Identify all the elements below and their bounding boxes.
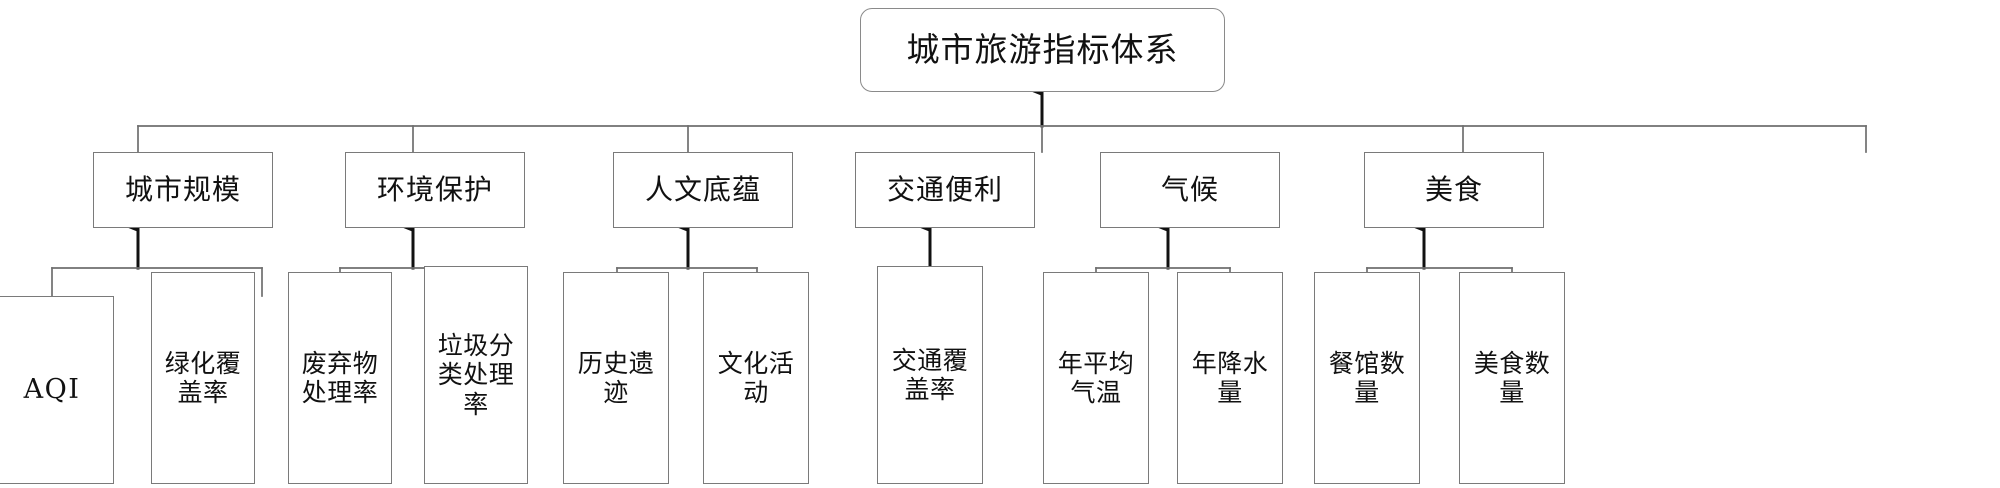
node-climate[interactable]: 气候 xyxy=(1100,152,1280,228)
node-transport-convenience[interactable]: 交通便利 xyxy=(855,152,1035,228)
node-restaurant-count-label: 餐馆数量 xyxy=(1328,348,1406,408)
node-food-count-label: 美食数量 xyxy=(1473,348,1551,408)
node-cuisine-label: 美食 xyxy=(1424,173,1483,207)
node-aqi[interactable]: AQI xyxy=(0,296,114,484)
node-restaurant-count[interactable]: 餐馆数量 xyxy=(1314,272,1420,484)
node-food-count[interactable]: 美食数量 xyxy=(1459,272,1565,484)
node-green-coverage-rate[interactable]: 绿化覆盖率 xyxy=(151,272,255,484)
node-historic-sites[interactable]: 历史遗迹 xyxy=(563,272,669,484)
node-cultural-heritage-label: 人文底蕴 xyxy=(644,173,761,207)
node-annual-avg-temperature[interactable]: 年平均气温 xyxy=(1043,272,1149,484)
node-root[interactable]: 城市旅游指标体系 xyxy=(860,8,1225,92)
node-aqi-label: AQI xyxy=(23,374,81,406)
node-annual-avg-temperature-label: 年平均气温 xyxy=(1057,348,1135,408)
node-transport-coverage-rate-label: 交通覆盖率 xyxy=(891,345,969,405)
node-historic-sites-label: 历史遗迹 xyxy=(577,348,655,408)
node-cultural-events-label: 文化活动 xyxy=(717,348,795,408)
node-environment-protection[interactable]: 环境保护 xyxy=(345,152,525,228)
node-environment-protection-label: 环境保护 xyxy=(376,173,493,207)
node-cultural-heritage[interactable]: 人文底蕴 xyxy=(613,152,793,228)
node-root-label: 城市旅游指标体系 xyxy=(906,29,1179,69)
node-annual-precipitation-label: 年降水量 xyxy=(1191,348,1269,408)
node-green-coverage-rate-label: 绿化覆盖率 xyxy=(164,348,242,408)
node-garbage-sorting-rate-label: 垃圾分类处理率 xyxy=(437,330,515,419)
node-garbage-sorting-rate[interactable]: 垃圾分类处理率 xyxy=(424,266,528,484)
node-city-scale[interactable]: 城市规模 xyxy=(93,152,273,228)
node-transport-coverage-rate[interactable]: 交通覆盖率 xyxy=(877,266,983,484)
node-cuisine[interactable]: 美食 xyxy=(1364,152,1544,228)
node-transport-convenience-label: 交通便利 xyxy=(886,173,1003,207)
node-city-scale-label: 城市规模 xyxy=(124,173,241,207)
node-annual-precipitation[interactable]: 年降水量 xyxy=(1177,272,1283,484)
node-waste-treatment-rate-label: 废弃物处理率 xyxy=(301,348,379,408)
node-cultural-events[interactable]: 文化活动 xyxy=(703,272,809,484)
node-waste-treatment-rate[interactable]: 废弃物处理率 xyxy=(288,272,392,484)
node-climate-label: 气候 xyxy=(1160,173,1219,207)
